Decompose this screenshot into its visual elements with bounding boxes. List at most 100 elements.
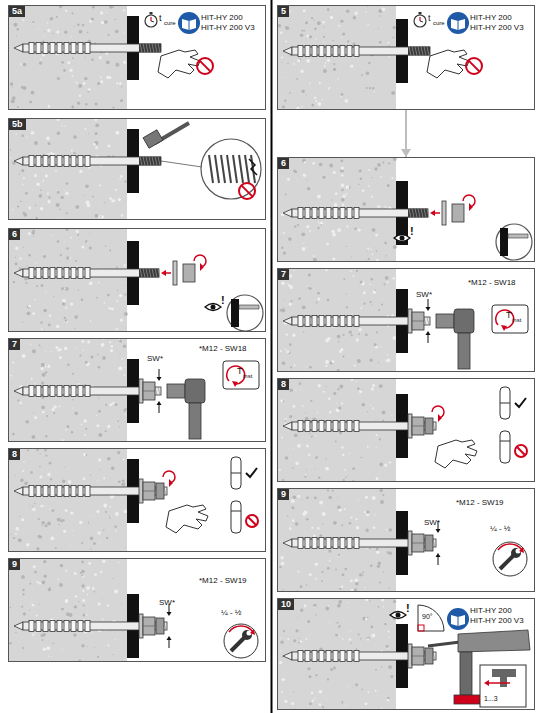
concrete-grain [50, 478, 52, 480]
anchor-tip [283, 422, 292, 430]
concrete-grain [370, 359, 373, 362]
concrete-grain [347, 474, 349, 476]
concrete-grain [119, 426, 120, 427]
concrete-grain [34, 141, 38, 145]
concrete-grain [21, 169, 24, 172]
prohibition-sign [517, 447, 525, 455]
concrete-grain [342, 32, 345, 35]
torque-icon [496, 310, 514, 328]
concrete-grain [24, 277, 27, 280]
concrete-grain [64, 239, 66, 241]
panel-label: inst [243, 373, 252, 379]
panel-label: T [237, 367, 243, 376]
concrete-grain [78, 383, 80, 385]
concrete-grain [49, 462, 52, 465]
concrete-grain [101, 599, 103, 601]
concrete-grain [96, 415, 98, 417]
concrete-grain [32, 189, 33, 190]
anchor-tip [14, 622, 23, 630]
concrete-grain [60, 564, 63, 567]
concrete-grain [305, 476, 307, 478]
nut-icon [231, 511, 241, 512]
nut [412, 534, 424, 552]
thread [139, 44, 161, 53]
concrete [9, 229, 127, 331]
concrete-grain [28, 254, 30, 256]
concrete-grain [365, 703, 368, 706]
concrete-grain [389, 637, 390, 638]
concrete-grain [286, 333, 288, 335]
socket [167, 384, 185, 398]
concrete-grain [25, 420, 29, 424]
concrete-grain [36, 285, 38, 287]
concrete-grain [98, 215, 101, 218]
concrete-grain [65, 190, 66, 191]
anchor-tip [14, 387, 23, 395]
concrete-grain [75, 595, 77, 597]
concrete-grain [42, 521, 45, 524]
concrete-grain [366, 251, 367, 252]
concrete-grain [119, 339, 120, 340]
step-illustration [9, 119, 265, 219]
concrete-grain [344, 469, 346, 471]
panel-label: cure [433, 20, 445, 26]
lock-nut [156, 483, 164, 499]
anchor-cone [305, 421, 310, 432]
concrete-grain [389, 56, 391, 58]
concrete-grain [52, 33, 53, 34]
concrete-grain [345, 99, 349, 103]
anchor-cone [298, 651, 303, 662]
angle-icon [418, 605, 444, 631]
concrete-grain [327, 567, 330, 570]
concrete-grain [305, 638, 307, 640]
concrete-grain [12, 209, 14, 211]
concrete-grain [91, 632, 92, 633]
concrete-grain [78, 659, 81, 661]
concrete-grain [46, 137, 50, 141]
concrete-grain [70, 237, 72, 239]
concrete-grain [65, 10, 67, 12]
concrete-grain [379, 438, 381, 440]
concrete-grain [85, 614, 87, 616]
concrete-grain [281, 691, 283, 693]
concrete-grain [302, 305, 306, 309]
concrete-grain [25, 282, 27, 284]
anchor-cone [71, 621, 76, 632]
step-panel: 8 [277, 378, 535, 482]
concrete-grain [72, 373, 74, 375]
concrete-grain [295, 629, 298, 632]
anchor-cone [319, 651, 324, 662]
concrete-grain [339, 636, 340, 637]
step-number: 6 [278, 158, 289, 169]
thread-line [152, 157, 154, 166]
anchor-cone [57, 268, 62, 279]
concrete-grain [317, 102, 321, 106]
concrete-grain [337, 622, 339, 624]
anchor-cone [319, 316, 324, 327]
anchor-cone [50, 621, 55, 632]
concrete-grain [326, 242, 329, 245]
concrete-grain [302, 512, 306, 516]
concrete-grain [323, 492, 325, 494]
concrete-grain [385, 360, 387, 362]
concrete-grain [81, 424, 83, 426]
concrete-grain [19, 257, 21, 259]
dimension-arrow [436, 553, 441, 557]
concrete-grain [34, 571, 37, 574]
washer [408, 414, 412, 438]
concrete-grain [378, 28, 379, 29]
concrete-grain [376, 259, 379, 261]
concrete-grain [40, 207, 44, 211]
concrete-grain [293, 270, 294, 271]
concrete-grain [36, 217, 38, 219]
concrete-grain [57, 518, 61, 522]
leader-line [161, 161, 202, 167]
step-panel: 7SW**M12 - SW18Tinst [8, 338, 266, 442]
concrete-grain [302, 499, 303, 500]
concrete-grain [341, 167, 344, 170]
concrete [9, 6, 127, 109]
concrete-grain [41, 284, 44, 287]
concrete-grain [376, 446, 377, 447]
concrete-grain [338, 341, 339, 342]
concrete-grain [374, 289, 376, 291]
